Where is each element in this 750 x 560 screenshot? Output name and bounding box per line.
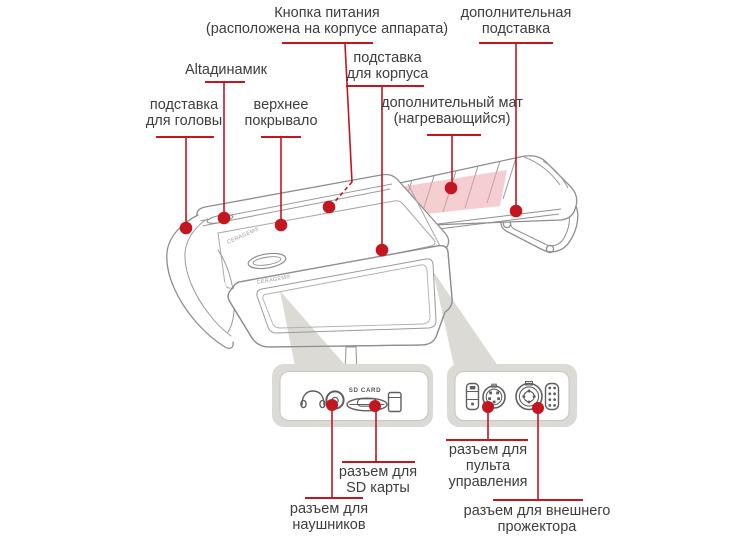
connector-panel-left <box>272 364 433 427</box>
sd-card-panel-text: SD CARD <box>349 387 381 394</box>
din-connector-icon <box>482 383 506 409</box>
annotation-underlines <box>156 42 583 501</box>
cover-piping <box>199 183 393 227</box>
headphones-icon <box>300 390 326 409</box>
annotation-leader-lines <box>185 43 539 499</box>
label-alta-speaker: Altaдинамик <box>184 62 268 78</box>
pin-block-icon <box>544 382 560 411</box>
label-headphones-jack: разъем для наушников <box>289 501 369 533</box>
label-head-stand: подставка для головы <box>145 97 223 129</box>
label-power-button: Кнопка питания (расположена на корпусе а… <box>205 5 449 37</box>
top-cover-seam <box>217 200 436 289</box>
additional-stand-frame <box>500 205 579 254</box>
callout-triangle-right <box>433 271 498 366</box>
label-remote-port: разъем для пульта управления <box>448 442 528 490</box>
remote-control-icon <box>465 382 480 411</box>
annotation-marker-dots <box>179 181 544 414</box>
label-top-cover: верхнее покрывало <box>244 97 318 129</box>
handle-recess <box>247 252 287 270</box>
cover-right-seam <box>407 183 442 249</box>
label-body-stand: подставка для корпуса <box>346 50 429 82</box>
label-sd-slot: разъем для SD карты <box>338 464 418 496</box>
label-additional-stand: дополнительная подставка <box>460 5 572 37</box>
label-projector-port: разъем для внешнего прожектора <box>463 503 611 535</box>
label-heated-mat: дополнительный мат (нагревающийся) <box>381 95 523 127</box>
headrest-flap <box>166 214 235 349</box>
projector-connector-icon <box>515 381 543 411</box>
memory-card-icon <box>387 391 402 413</box>
